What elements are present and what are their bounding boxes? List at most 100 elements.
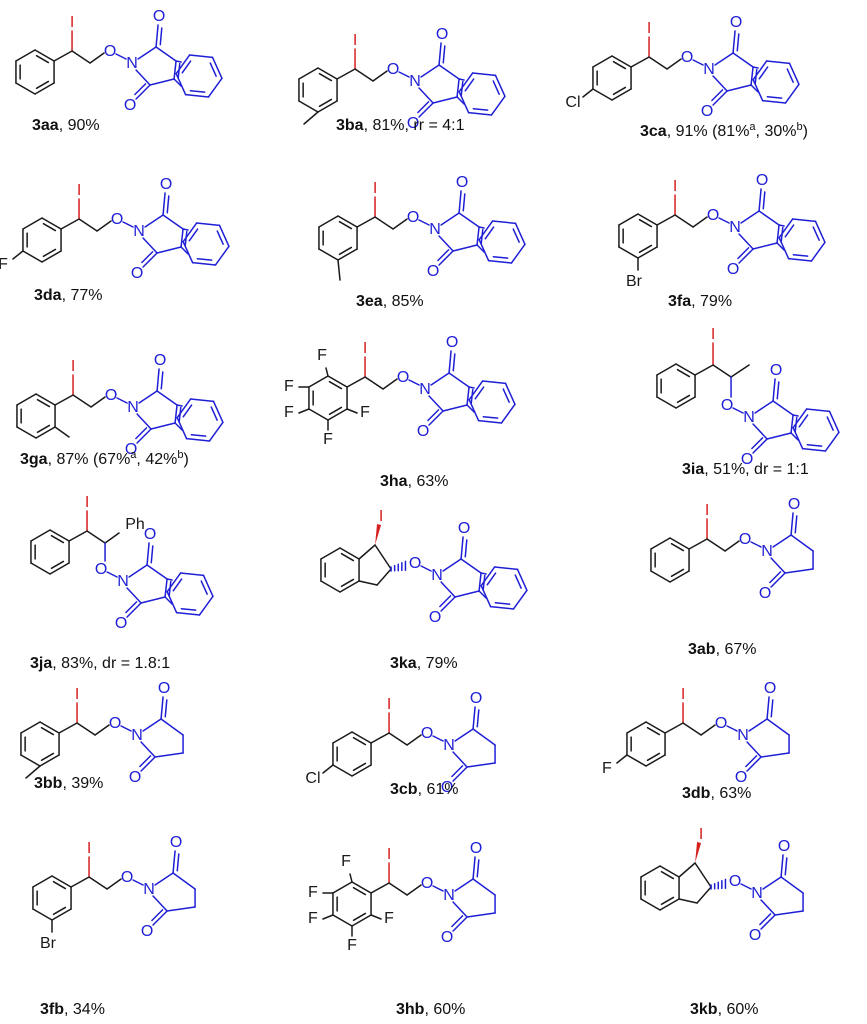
compound-label-3ja: 3ja, 83%, dr = 1.8:1 — [30, 655, 170, 672]
oxygen-atom: O — [441, 779, 453, 796]
compound-id: 3ea — [356, 293, 383, 310]
oxygen-atom: O — [456, 174, 468, 191]
oxygen-atom: O — [129, 769, 141, 786]
oxygen-atom: O — [739, 531, 751, 548]
oxygen-atom: O — [121, 869, 133, 886]
compound-yield: , 91% (81% — [667, 123, 750, 140]
compound-yield: , 83%, dr = 1.8:1 — [52, 655, 170, 672]
iodine-atom: I — [379, 508, 383, 525]
compound-id: 3db — [682, 785, 711, 802]
compound-yield: , 79% — [417, 655, 458, 672]
iodine-atom: I — [353, 32, 357, 49]
oxygen-atom: O — [756, 172, 768, 189]
fluorine-atom: F — [341, 853, 351, 870]
compound-yield: , 81%, rr = 4:1 — [364, 117, 465, 134]
compound-yield-tail: ) — [803, 123, 808, 140]
compound-id: 3ca — [640, 123, 667, 140]
fluorine-atom: F — [323, 431, 333, 448]
compound-id: 3cb — [390, 781, 418, 798]
oxygen-atom: O — [441, 929, 453, 946]
compound-yield: , 60% — [718, 1001, 759, 1018]
compound-yield-tail: ) — [183, 451, 188, 468]
compound-label-3ca: 3ca, 91% (81%a, 30%b) — [640, 121, 808, 140]
compound-label-3hb: 3hb, 60% — [396, 1001, 465, 1018]
nitrogen-atom: N — [131, 727, 143, 744]
iodine-atom: I — [70, 14, 74, 31]
compound-id: 3ia — [682, 461, 704, 478]
halogen-atom: Br — [626, 273, 643, 290]
footnote-a: a — [130, 449, 137, 461]
compound-yield: , 60% — [424, 1001, 465, 1018]
oxygen-atom: O — [131, 265, 143, 282]
halogen-atom: Cl — [305, 770, 320, 787]
oxygen-atom: O — [730, 14, 742, 31]
nitrogen-atom: N — [117, 573, 129, 590]
compound-yield: , 34% — [64, 1001, 105, 1018]
oxygen-atom: O — [729, 873, 741, 890]
oxygen-atom: O — [95, 561, 107, 578]
nitrogen-atom: N — [126, 55, 138, 72]
oxygen-atom: O — [409, 555, 421, 572]
oxygen-atom: O — [105, 387, 117, 404]
footnote-a: a — [749, 121, 756, 133]
oxygen-atom: O — [721, 397, 733, 414]
oxygen-atom: O — [770, 362, 782, 379]
compound-label-3cb: 3cb, 61% — [390, 781, 459, 798]
nitrogen-atom: N — [133, 223, 145, 240]
oxygen-atom: O — [778, 838, 790, 855]
halogen-atom: F — [0, 256, 8, 273]
iodine-atom: I — [387, 696, 391, 713]
oxygen-atom: O — [741, 451, 753, 468]
nitrogen-atom: N — [143, 881, 155, 898]
oxygen-atom: O — [470, 840, 482, 857]
oxygen-atom: O — [387, 61, 399, 78]
oxygen-atom: O — [124, 97, 136, 114]
compound-id: 3ka — [390, 655, 417, 672]
compound-id: 3aa — [32, 117, 59, 134]
compound-label-3ba: 3ba, 81%, rr = 4:1 — [336, 117, 465, 134]
phenyl-label: Ph — [125, 516, 145, 533]
compound-yield: , 63% — [408, 473, 449, 490]
oxygen-atom: O — [144, 526, 156, 543]
iodine-atom: I — [87, 840, 91, 857]
nitrogen-atom: N — [409, 73, 421, 90]
iodine-atom: I — [373, 180, 377, 197]
oxygen-atom: O — [407, 115, 419, 132]
oxygen-atom: O — [764, 680, 776, 697]
iodine-atom: I — [673, 178, 677, 195]
oxygen-atom: O — [109, 715, 121, 732]
compound-label-3aa: 3aa, 90% — [32, 117, 100, 134]
compound-label-3ea: 3ea, 85% — [356, 293, 424, 310]
oxygen-atom: O — [125, 441, 137, 458]
iodine-atom: I — [363, 340, 367, 357]
iodine-atom: I — [647, 20, 651, 37]
oxygen-atom: O — [417, 423, 429, 440]
compound-yield: , 51%, dr = 1:1 — [704, 461, 809, 478]
iodine-atom: I — [387, 846, 391, 863]
iodine-atom: I — [699, 826, 703, 843]
compound-label-3fb: 3fb, 34% — [40, 1001, 105, 1018]
compound-yield-alt: , 42% — [136, 451, 177, 468]
iodine-atom: I — [85, 494, 89, 511]
compound-id: 3ab — [688, 641, 716, 658]
compound-id: 3kb — [690, 1001, 718, 1018]
oxygen-atom: O — [470, 690, 482, 707]
oxygen-atom: O — [170, 834, 182, 851]
nitrogen-atom: N — [751, 885, 763, 902]
nitrogen-atom: N — [443, 887, 455, 904]
compound-id: 3hb — [396, 1001, 425, 1018]
oxygen-atom: O — [397, 369, 409, 386]
oxygen-atom: O — [153, 8, 165, 25]
fluorine-atom: F — [284, 404, 294, 421]
nitrogen-atom: N — [127, 399, 139, 416]
nitrogen-atom: N — [743, 409, 755, 426]
compound-id: 3da — [34, 287, 62, 304]
compound-yield: , 61% — [418, 781, 459, 798]
compound-label-3da: 3da, 77% — [34, 287, 103, 304]
